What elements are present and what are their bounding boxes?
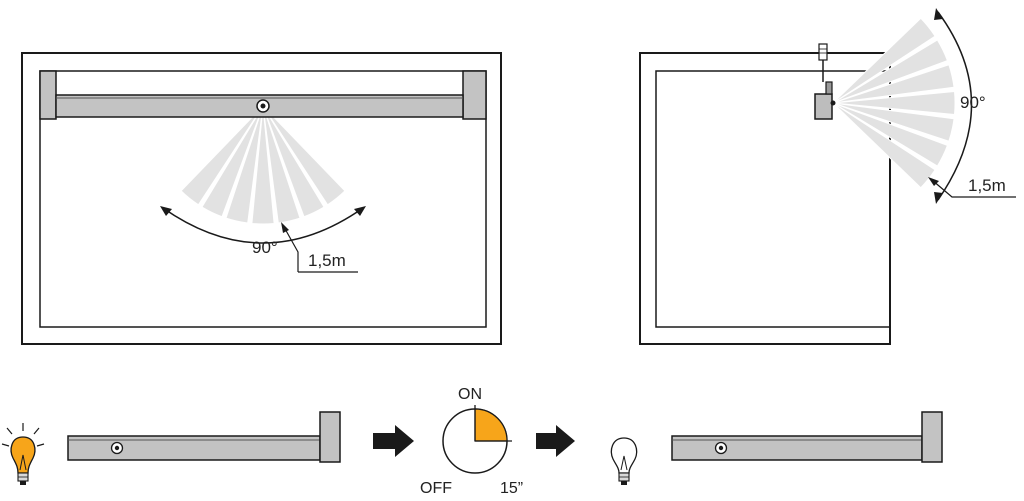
bulb-on-icon <box>1 423 45 485</box>
cabinet-outer-frame <box>21 52 502 345</box>
side-beam-6 <box>832 102 949 167</box>
cabinet-inner-frame <box>39 70 487 328</box>
cabinet-side-inner-frame <box>655 70 891 328</box>
sensor-bar-before <box>67 411 341 463</box>
side-arrow-head-top <box>934 8 943 20</box>
arrow-head-left <box>160 206 172 216</box>
sensor-eye-center <box>260 103 266 109</box>
side-beam-4 <box>832 90 956 116</box>
sensor-side-mount <box>825 81 833 95</box>
front-beam-5 <box>225 105 264 224</box>
cabinet-front-view: 90° 1,5m <box>21 52 502 345</box>
angle-arc-arrow <box>162 207 364 244</box>
sensor-bar-after <box>671 411 943 463</box>
side-beam-2 <box>832 39 949 104</box>
side-beam-1 <box>832 17 936 104</box>
operation-sequence: ON OFF 15” <box>1 386 943 497</box>
side-beam-3 <box>832 64 955 104</box>
detection-fan-front <box>180 105 346 225</box>
sensor-plug <box>818 43 828 61</box>
bulb-off-icon <box>610 437 638 485</box>
side-range-leader-line <box>931 179 1016 198</box>
arrow-head-right <box>354 206 366 216</box>
sensor-bar-end-right <box>462 70 487 120</box>
sequence-arrow-1 <box>373 425 414 457</box>
front-beam-3 <box>262 105 301 224</box>
side-range-label: 1,5m <box>968 176 1006 195</box>
sensor-bar-end-left <box>39 70 57 120</box>
detection-fan-side <box>832 17 956 189</box>
side-beam-5 <box>832 102 955 142</box>
timer-off-label: OFF <box>420 480 452 497</box>
cabinet-side-view: 90° 1,5m <box>639 8 1016 345</box>
range-leader-line <box>283 226 299 272</box>
angle-label: 90° <box>252 238 278 257</box>
sensor-side-eye-icon <box>830 100 836 106</box>
side-arrow-head-bottom <box>934 192 943 204</box>
sensor-side-body <box>814 93 833 120</box>
front-beam-6 <box>201 105 264 218</box>
front-beam-7 <box>180 105 264 206</box>
timer-clock-icon <box>442 405 512 474</box>
front-beam-1 <box>262 105 346 206</box>
timer-time-label: 15” <box>500 480 523 497</box>
front-beam-4 <box>251 105 275 225</box>
side-angle-arc-arrow <box>937 11 973 201</box>
side-angle-label: 90° <box>960 93 986 112</box>
timer-on-label: ON <box>458 386 482 403</box>
side-range-arrow-head <box>928 177 939 186</box>
sequence-arrow-2 <box>536 425 575 457</box>
range-arrow-head <box>281 222 289 233</box>
range-label: 1,5m <box>308 251 346 270</box>
side-beam-7 <box>832 102 936 189</box>
front-beam-2 <box>262 105 325 218</box>
